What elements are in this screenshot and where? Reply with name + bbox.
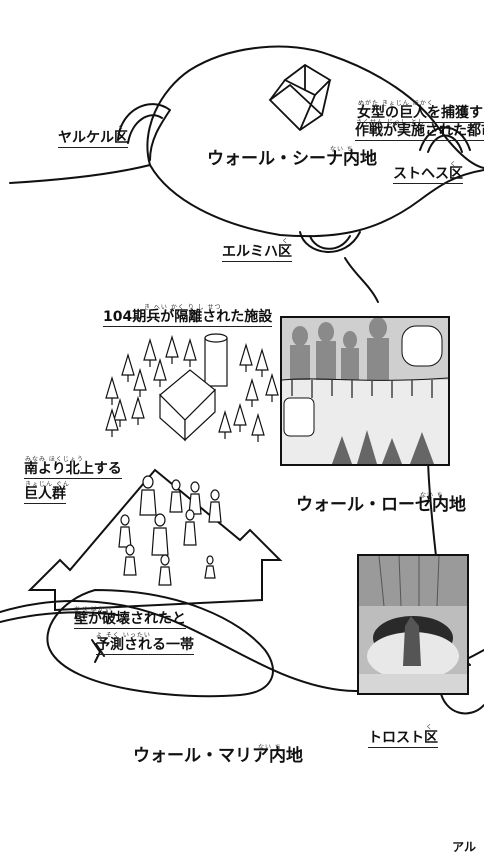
ehrmich-district-outline bbox=[299, 231, 361, 253]
furigana-operation: さくせん じっし とし bbox=[356, 119, 425, 126]
ku-furigana-ehrmich: く bbox=[282, 238, 290, 245]
furigana-breach-2: よ そく いったい bbox=[96, 632, 151, 639]
wall-label-sina: ウォール・シーナ内地 bbox=[207, 149, 377, 169]
titans-arrow bbox=[27, 468, 283, 612]
district-label-ehrmich: エルミハ区 bbox=[222, 244, 292, 262]
note-female-titan-line2: 作戦が実施された都市 bbox=[355, 124, 484, 141]
district-label-yarkel: ヤルケル区 bbox=[58, 130, 128, 148]
furigana-titans-2: きょじん ぐん bbox=[25, 481, 70, 488]
stohess-district-outline bbox=[419, 126, 471, 151]
panel-soldiers-art bbox=[282, 318, 448, 464]
furigana-sina-naichi: ない ち bbox=[330, 146, 354, 153]
note-breach-line2: 予測される一帯 bbox=[96, 637, 194, 655]
furigana-maria-naichi: ない ち bbox=[258, 744, 282, 751]
titan-figures bbox=[118, 475, 222, 586]
road-sina-rose bbox=[344, 257, 379, 303]
furigana-rose-naichi: ない ち bbox=[420, 492, 444, 499]
note-female-titan-line1: 女型の巨人を捕獲する bbox=[357, 106, 484, 123]
panel-breach-art bbox=[359, 556, 467, 693]
furigana-facility: き へい かく り し せつ bbox=[144, 304, 222, 311]
note-breach-line1: 壁が破壊されたと bbox=[74, 611, 186, 629]
wall-sina-castle bbox=[268, 63, 332, 132]
ku-furigana-yarkel: く bbox=[118, 124, 126, 131]
trost-district-outline bbox=[439, 689, 484, 715]
wall-label-maria: ウォール・マリア内地 bbox=[133, 746, 303, 766]
manga-panel-soldiers bbox=[280, 316, 450, 466]
breach-zone-outline bbox=[46, 589, 274, 698]
yarkel-district-outline bbox=[117, 103, 171, 161]
facility-forest bbox=[105, 333, 279, 442]
wall-sina-line bbox=[9, 45, 484, 184]
district-label-trost: トロスト区 bbox=[368, 730, 438, 748]
app-watermark: アル bbox=[452, 840, 476, 854]
note-titans-line2: 巨人群 bbox=[24, 486, 66, 504]
district-label-stohess: ストヘス区 bbox=[393, 166, 463, 184]
ku-furigana-trost: く bbox=[426, 724, 434, 731]
furigana-breach-1: かべ はかい bbox=[74, 606, 112, 613]
note-facility: 104期兵が隔離された施設 bbox=[103, 309, 273, 327]
furigana-female-titan: めがた きょじん ほかく bbox=[358, 100, 434, 107]
wall-label-rose: ウォール・ローゼ内地 bbox=[296, 495, 466, 515]
ku-furigana-stohess: く bbox=[450, 161, 458, 168]
note-titans-line1: 南より北上する bbox=[24, 461, 122, 479]
furigana-titans-1: みなみ ほくじょう bbox=[25, 456, 84, 463]
manga-panel-breach bbox=[357, 554, 469, 695]
